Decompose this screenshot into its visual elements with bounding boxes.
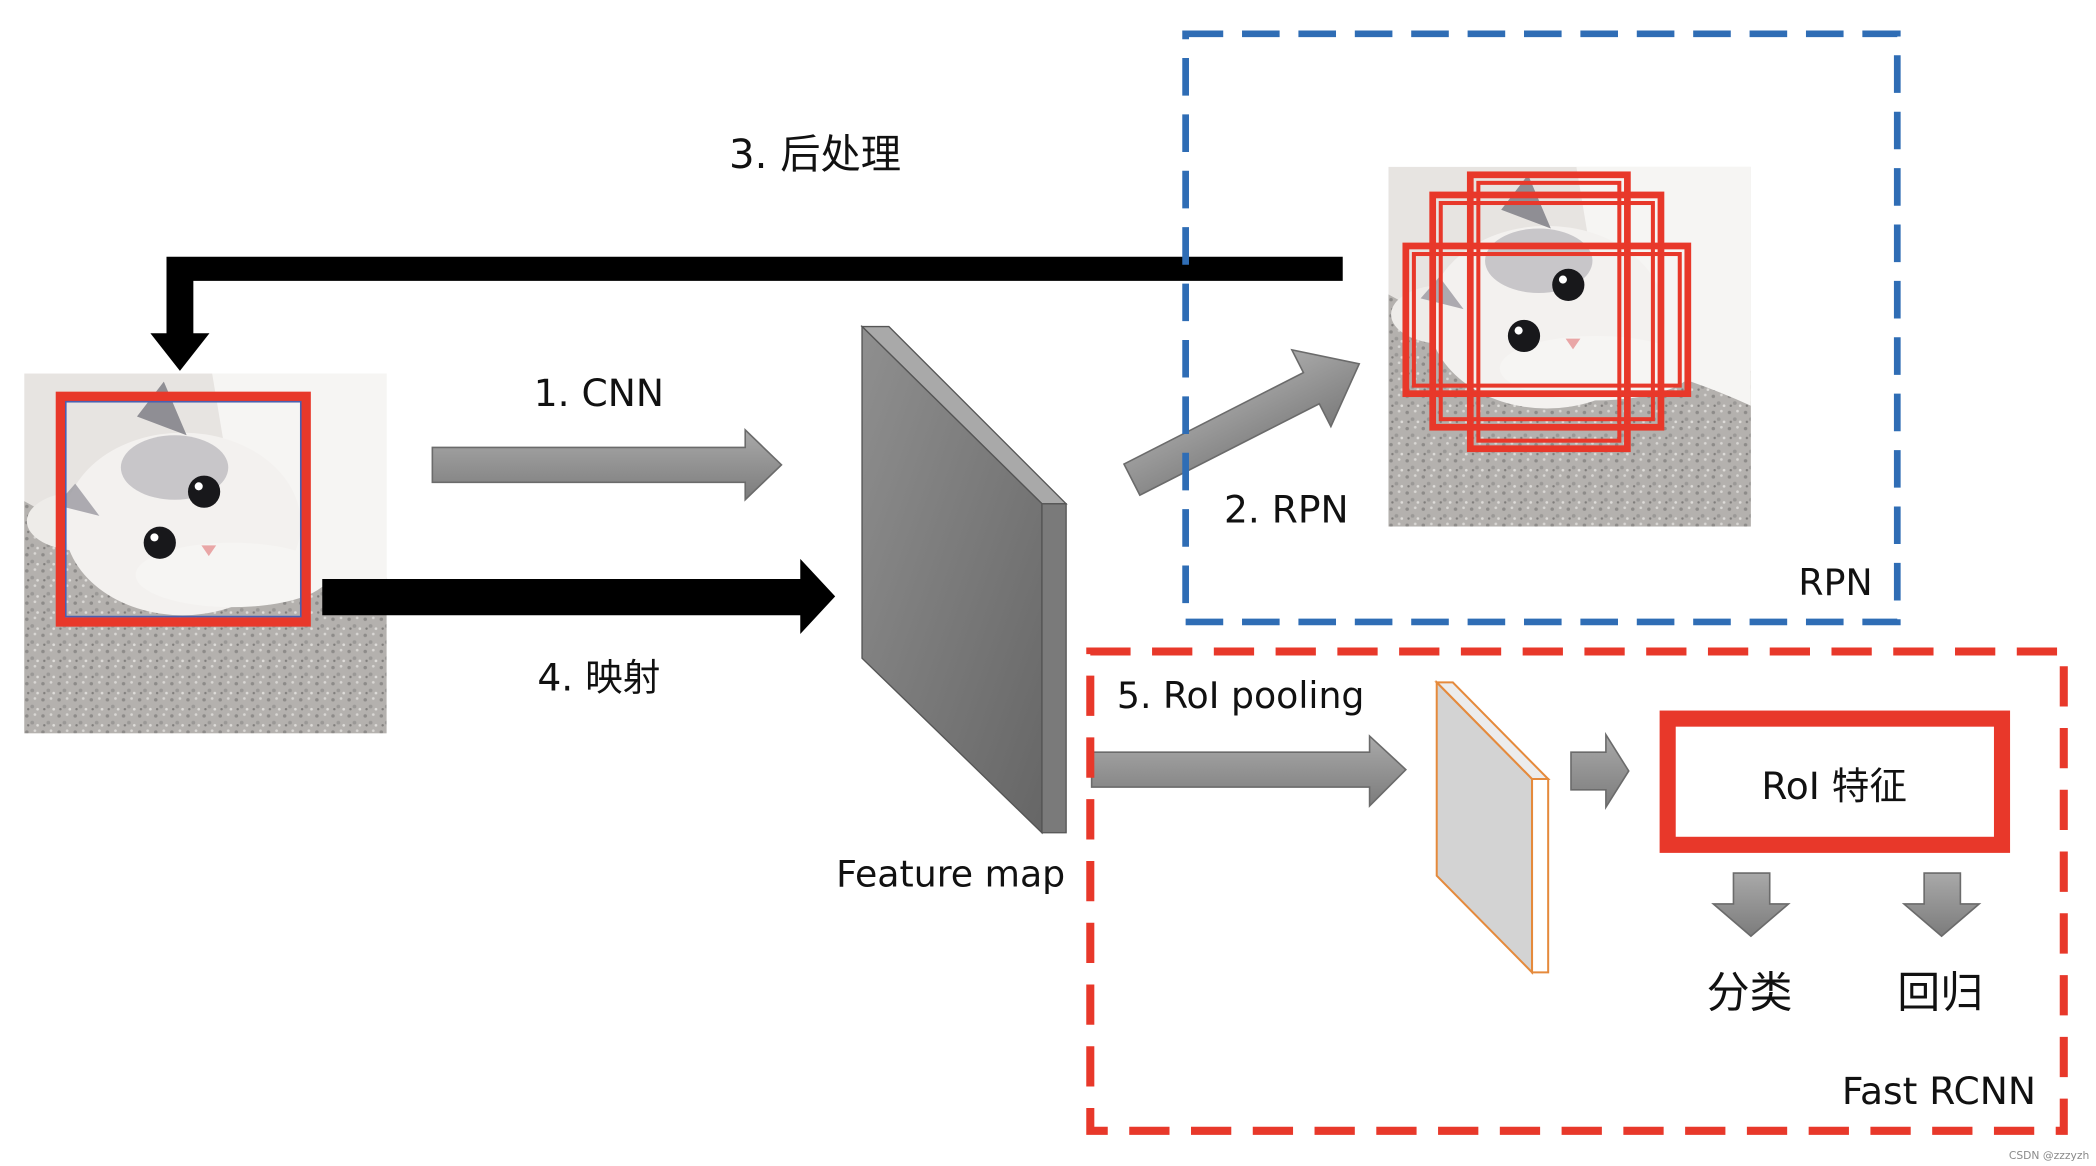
feature-map-label: Feature map — [836, 852, 1065, 895]
mapped-box-inner-line — [64, 400, 302, 618]
step3-label: 3. 后处理 — [729, 132, 901, 178]
pooled-feature-slab — [1434, 679, 1551, 975]
proposal-box-tall-inner — [1476, 180, 1622, 443]
post-processing-arrow — [150, 256, 1343, 371]
proposal-box-tall — [1466, 171, 1631, 453]
step5-label: 5. RoI pooling — [1117, 674, 1365, 717]
roi-feature-label: RoI 特征 — [1761, 764, 1907, 808]
regression-arrow — [1901, 872, 1982, 938]
feature-map-slab — [860, 324, 1068, 835]
cnn-arrow — [431, 428, 783, 502]
to-roi-feature-arrow — [1570, 731, 1630, 811]
step2-label: 2. RPN — [1224, 488, 1349, 532]
watermark: CSDN @zzzyzh — [2009, 1149, 2089, 1162]
proposal-box-wide-inner — [1411, 252, 1682, 388]
mapped-box — [55, 391, 311, 627]
rpn-region-label: RPN — [1798, 561, 1872, 604]
classification-arrow — [1711, 872, 1791, 938]
regression-label: 回归 — [1897, 968, 1983, 1018]
proposal-image — [1388, 167, 1751, 527]
rpn-region — [1182, 30, 1901, 626]
proposal-box-wide — [1402, 242, 1692, 398]
step4-label: 4. 映射 — [537, 655, 660, 699]
proposal-box-square — [1429, 191, 1665, 431]
mapping-arrow — [322, 558, 836, 635]
step1-label: 1. CNN — [534, 371, 664, 415]
fast-rcnn-region — [1086, 647, 2068, 1135]
feature-map-side-face — [1041, 503, 1067, 834]
roi-feature-box — [1659, 710, 2011, 853]
fast-rcnn-region-label: Fast RCNN — [1842, 1069, 2036, 1113]
pooled-slab-side-face — [1531, 778, 1550, 974]
proposal-box-square-inner — [1438, 200, 1655, 422]
roi-pooling-arrow — [1090, 734, 1407, 808]
classification-label: 分类 — [1707, 968, 1793, 1018]
input-image — [24, 374, 387, 734]
input-cat-photo — [24, 374, 387, 734]
